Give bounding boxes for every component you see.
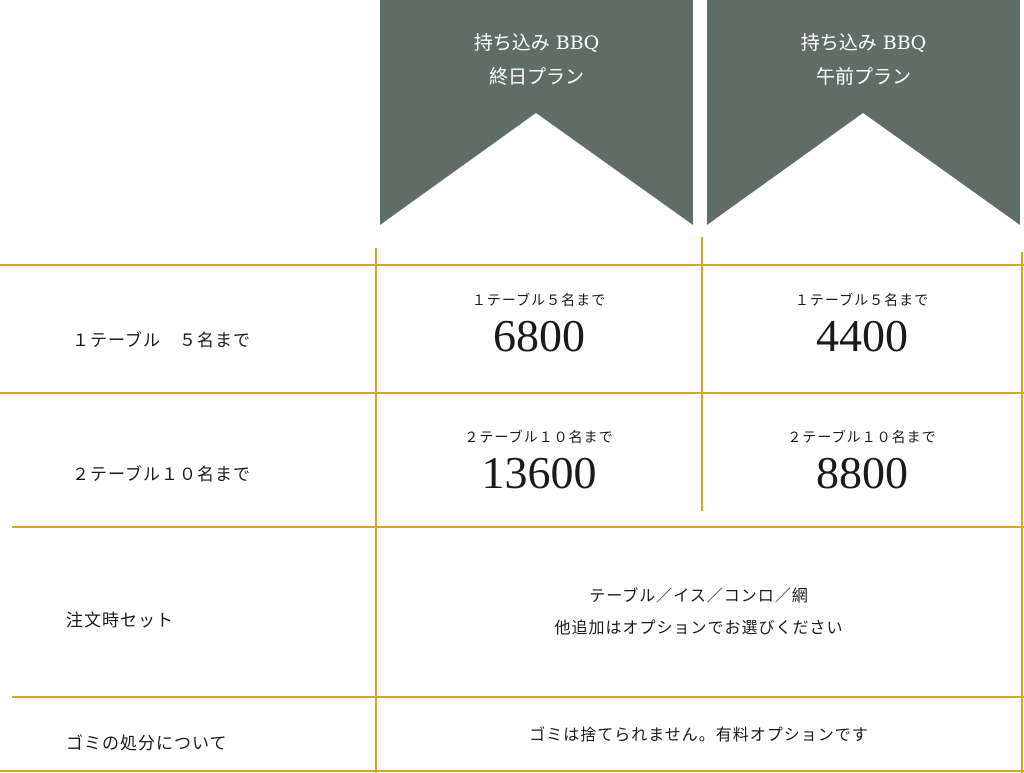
divider [701, 237, 703, 511]
price-value: 13600 [481, 447, 597, 498]
set-note-line2: 他追加はオプションでお選びください [554, 618, 844, 637]
plan-title-line2: 終日プラン [488, 66, 584, 88]
row-label: ゴミの処分について [66, 734, 228, 754]
divider [0, 392, 1024, 394]
divider [0, 264, 1024, 266]
price-sub: ２テーブル１０名まで [464, 430, 614, 446]
garbage-note: ゴミは捨てられません。有料オプションです [529, 725, 869, 744]
divider [375, 248, 377, 773]
price-sub: ２テーブル１０名まで [787, 430, 937, 446]
divider [12, 696, 1024, 698]
plan-title-line1: 持ち込み BBQ [800, 32, 927, 54]
row-label: 注文時セット [66, 611, 174, 631]
price-value: 6800 [493, 310, 585, 361]
set-note: テーブル／イス／コンロ／網 他追加はオプションでお選びください [377, 580, 1021, 644]
row-label: １テーブル ５名まで [72, 331, 251, 351]
price-value: 4400 [816, 310, 908, 361]
plan-title-line1: 持ち込み BBQ [473, 32, 600, 54]
price-cell: １テーブル５名まで 6800 [377, 290, 701, 362]
divider [0, 770, 1024, 772]
price-sub: １テーブル５名まで [794, 293, 930, 309]
banner-shape [380, 0, 693, 225]
plan-banner-morning: 持ち込み BBQ 午前プラン [707, 0, 1020, 225]
row-label: ２テーブル１０名まで [72, 465, 251, 485]
divider [1021, 252, 1023, 773]
price-cell: ２テーブル１０名まで 8800 [703, 427, 1021, 499]
plan-title-line2: 午前プラン [815, 66, 911, 88]
divider [12, 526, 1024, 528]
price-sub: １テーブル５名まで [471, 293, 607, 309]
banner-shape [707, 0, 1020, 225]
plan-banner-allday: 持ち込み BBQ 終日プラン [380, 0, 693, 225]
price-cell: ２テーブル１０名まで 13600 [377, 427, 701, 499]
price-cell: １テーブル５名まで 4400 [703, 290, 1021, 362]
price-value: 8800 [816, 447, 908, 498]
set-note-line1: テーブル／イス／コンロ／網 [589, 586, 809, 605]
